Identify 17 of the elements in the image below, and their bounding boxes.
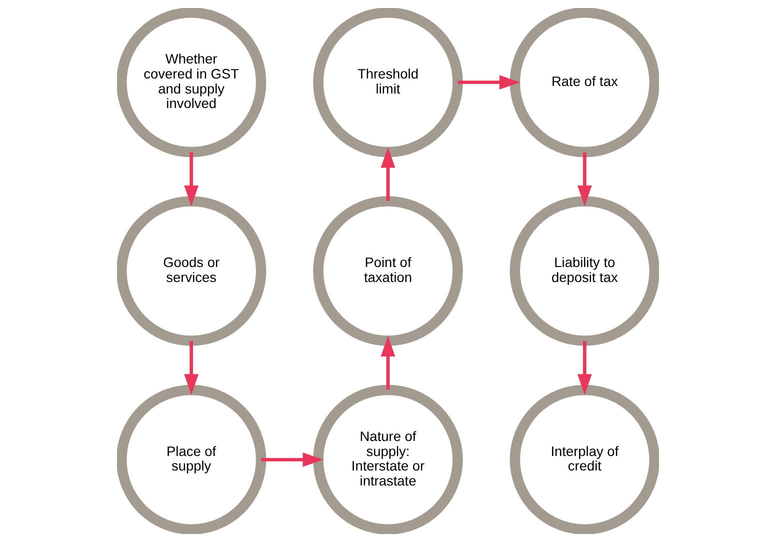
node-circle: Goods or services xyxy=(116,196,266,346)
node-circle: Place of supply xyxy=(116,384,266,534)
node-circle: Liability to deposit tax xyxy=(509,196,658,346)
node-circle: Whether covered in GST and supply involved xyxy=(116,8,266,158)
arrow xyxy=(457,75,520,90)
node-circle: Point of taxation xyxy=(312,196,462,346)
node-circle: Interplay of credit xyxy=(509,384,658,534)
arrow xyxy=(380,336,395,390)
node-circle: Threshold limit xyxy=(312,8,462,158)
node-circle: Nature of supply: Interstate or intrastate xyxy=(312,384,462,534)
arrow xyxy=(380,147,395,201)
arrow xyxy=(260,452,323,467)
arrow xyxy=(576,341,592,395)
arrow xyxy=(576,152,592,206)
arrow xyxy=(184,152,198,206)
arrow xyxy=(184,341,198,395)
node-circle: Rate of tax xyxy=(509,8,658,158)
